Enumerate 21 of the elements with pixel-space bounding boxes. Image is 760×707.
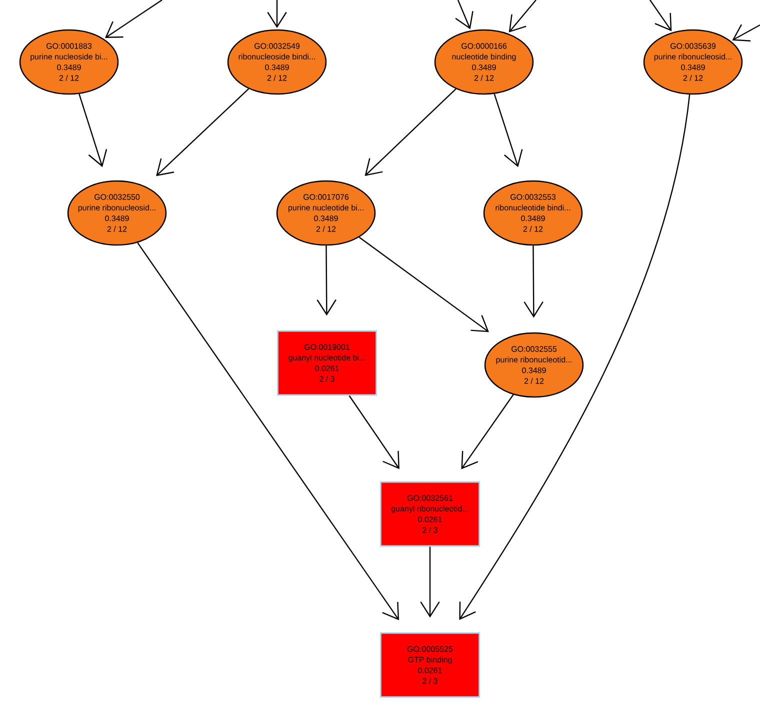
arrow	[104, 0, 162, 38]
arrow	[348, 395, 400, 470]
arrow	[459, 94, 690, 620]
arrow	[461, 394, 514, 470]
term-box: GO:0005525 GTP binding 0.0261 2 / 3	[380, 632, 480, 698]
arrow	[78, 94, 108, 168]
arrow	[316, 246, 336, 316]
arrow	[358, 236, 489, 332]
arrow	[508, 0, 536, 32]
arrow	[420, 546, 440, 618]
arrow	[267, 0, 287, 28]
arrow	[455, 0, 474, 30]
arrow	[732, 24, 760, 42]
term-box: GO:0032561 guanyl ribonucleotid... 0.0261 2 / 3	[380, 481, 480, 547]
arrow	[650, 0, 672, 32]
arrow	[494, 94, 523, 168]
arrow	[137, 242, 400, 620]
term-box: GO:0019001 guanyl nucleotide bi... 0.0261 2 / 3	[276, 330, 378, 396]
arrow	[524, 246, 544, 318]
arrow	[156, 88, 250, 176]
arrow	[364, 88, 456, 176]
